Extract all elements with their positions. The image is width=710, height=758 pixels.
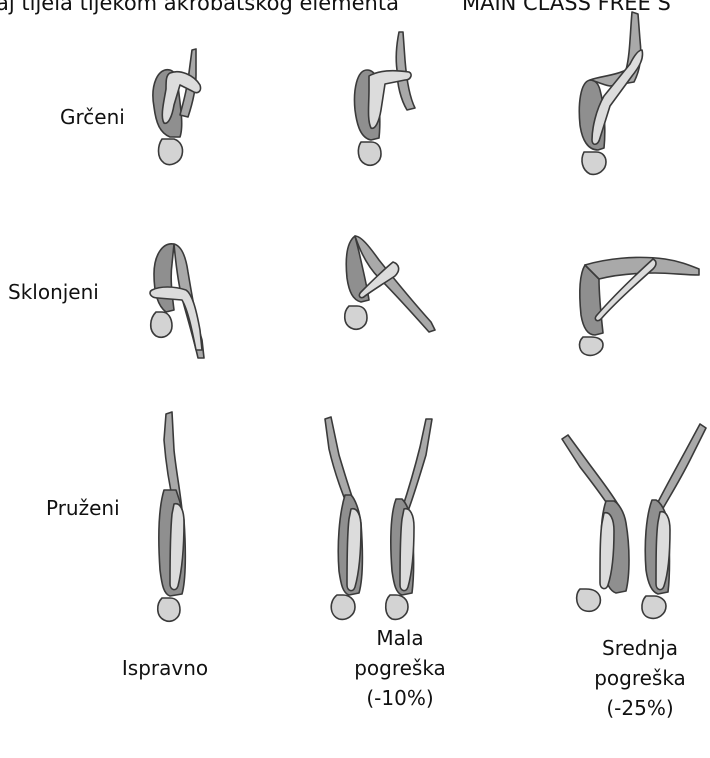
figure-pike-medium-error (575, 245, 705, 360)
column-label-medium-error-line3: (-25%) (560, 693, 710, 723)
column-label-small-error-line3: (-10%) (320, 683, 480, 713)
figure-layout-correct (148, 410, 208, 635)
column-label-correct-line1: Ispravno (85, 653, 245, 683)
row-label-pike: Sklonjeni (8, 280, 99, 304)
column-label-small-error: Mala pogreška (-10%) (320, 623, 480, 713)
column-label-medium-error: Srednja pogreška (-25%) (560, 633, 710, 723)
header-title-left: aj tijela tijekom akrobatskog elementa (0, 0, 399, 15)
figure-tuck-correct (140, 45, 220, 185)
column-label-correct: Ispravno (85, 653, 245, 683)
column-label-small-error-line1: Mala (320, 623, 480, 653)
figure-layout-medium-error-left (560, 435, 640, 625)
column-label-medium-error-line1: Srednja (560, 633, 710, 663)
figure-tuck-medium-error (570, 10, 660, 185)
figure-pike-small-error (335, 230, 445, 345)
figure-layout-medium-error-right (630, 420, 710, 625)
column-label-medium-error-line2: pogreška (560, 663, 710, 693)
row-label-layout: Pruženi (46, 496, 120, 520)
figure-layout-small-error-right (380, 415, 440, 625)
figure-layout-small-error-left (315, 415, 375, 625)
figure-pike-correct (138, 240, 218, 365)
column-label-small-error-line2: pogreška (320, 653, 480, 683)
figure-tuck-small-error (345, 30, 425, 180)
row-label-tuck: Grčeni (60, 105, 125, 129)
